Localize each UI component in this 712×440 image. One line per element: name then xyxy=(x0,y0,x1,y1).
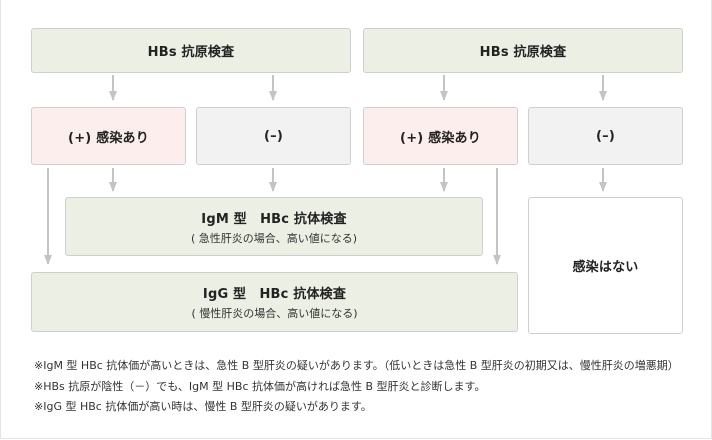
no-infection-label: 感染はない xyxy=(572,260,639,275)
positive-left-box: (+) 感染あり xyxy=(31,107,186,165)
hbs-antigen-test-left: HBs 抗原検査 xyxy=(31,28,351,73)
hbs-antigen-test-right-label: HBs 抗原検査 xyxy=(479,45,567,60)
igm-test-subtitle: ( 急性肝炎の場合、高い値になる) xyxy=(190,231,358,245)
negative-left-label: (–) xyxy=(264,128,283,144)
negative-left-box: (–) xyxy=(196,107,351,165)
footnote-1: ※IgM 型 HBc 抗体価が高いときは、急性 B 型肝炎の疑いがあります。（低… xyxy=(34,359,679,372)
igg-hbc-antibody-test-box: IgG 型 HBc 抗体検査 ( 慢性肝炎の場合、高い値になる) xyxy=(31,272,518,332)
footnotes: ※IgM 型 HBc 抗体価が高いときは、急性 B 型肝炎の疑いがあります。（低… xyxy=(34,356,679,418)
positive-left-label: (+) 感染あり xyxy=(68,130,149,146)
footnote-2: ※HBs 抗原が陰性（－）でも、IgM 型 HBc 抗体価が高ければ急性 B 型… xyxy=(34,379,486,393)
positive-right-label: (+) 感染あり xyxy=(400,130,481,146)
positive-right-box: (+) 感染あり xyxy=(363,107,518,165)
igg-test-subtitle: ( 慢性肝炎の場合、高い値になる) xyxy=(191,307,358,320)
negative-right-label: (–) xyxy=(596,128,615,144)
igm-test-title: IgM 型 HBc 抗体検査 xyxy=(201,211,347,227)
igg-test-title: IgG 型 HBc 抗体検査 xyxy=(202,287,347,302)
hbs-antigen-test-right: HBs 抗原検査 xyxy=(363,28,683,73)
footnote-3: ※IgG 型 HBc 抗体価が高い時は、慢性 B 型肝炎の疑いがあります。 xyxy=(34,400,372,413)
negative-right-box: (–) xyxy=(528,107,683,165)
no-infection-box: 感染はない xyxy=(528,197,683,334)
igm-hbc-antibody-test-box: IgM 型 HBc 抗体検査 ( 急性肝炎の場合、高い値になる) xyxy=(65,197,483,256)
hbs-antigen-test-left-label: HBs 抗原検査 xyxy=(147,45,235,60)
